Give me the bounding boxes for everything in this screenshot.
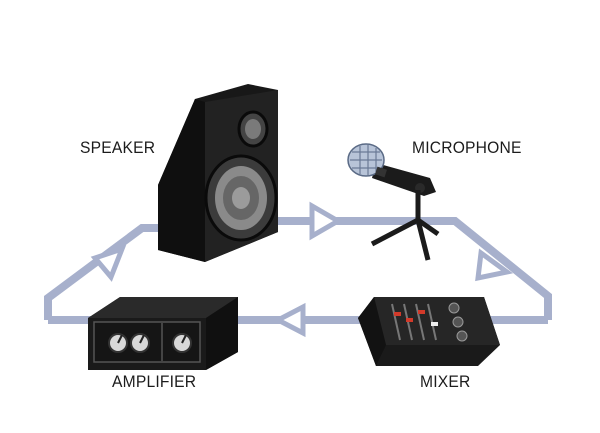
mixer-icon [358, 297, 500, 366]
flow-arrow-icon [90, 244, 127, 282]
amplifier-icon [88, 297, 238, 370]
speaker-label: SPEAKER [80, 138, 156, 157]
mixer-label: MIXER [420, 372, 471, 391]
flow-arrow-icon [475, 248, 514, 282]
flow-arrow-icon [309, 201, 344, 241]
speaker-icon [158, 84, 278, 262]
amplifier-label: AMPLIFIER [112, 372, 197, 391]
flow-line-speaker-to-mic [265, 217, 552, 320]
flow-arrow-icon [272, 302, 306, 338]
microphone-icon [347, 143, 440, 261]
flow-arrows [90, 201, 514, 338]
flow-line-amp-to-speaker [44, 224, 170, 320]
microphone-label: MICROPHONE [412, 138, 522, 157]
